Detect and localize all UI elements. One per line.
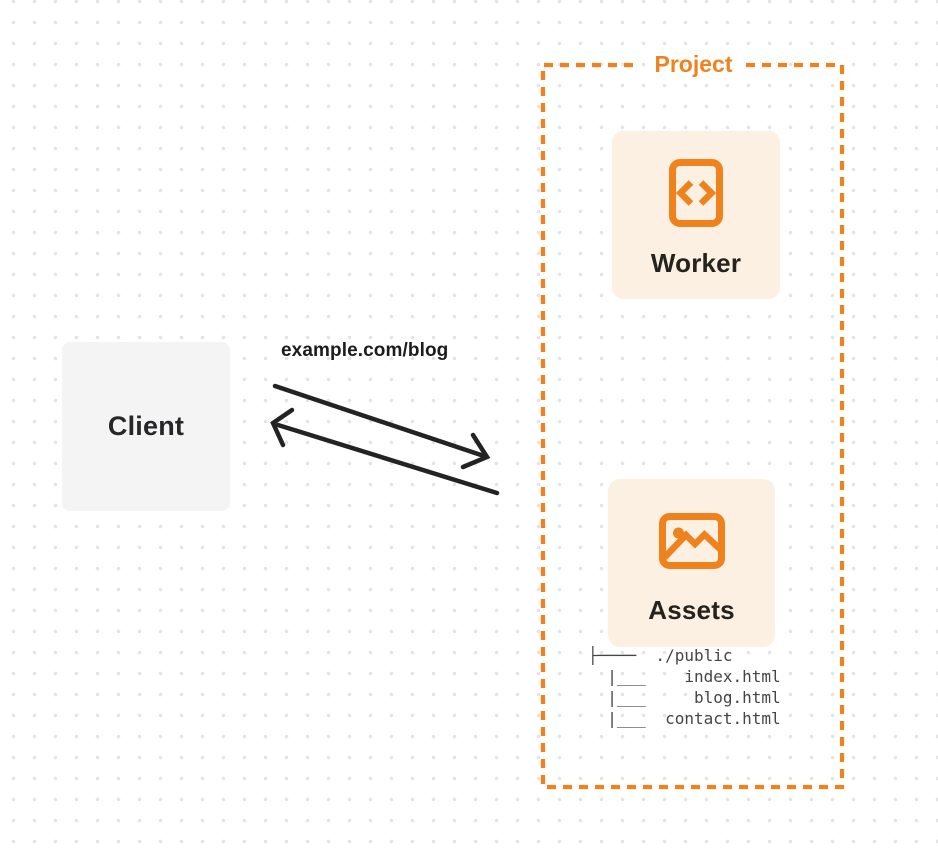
assets-node: Assets [608,479,775,647]
project-label: Project [654,51,733,77]
tree-line-contact: |___ contact.html [588,709,781,728]
request-url-label: example.com/blog [281,340,449,361]
tree-line-blog: |___ blog.html [588,688,781,707]
image-icon [658,513,725,569]
assets-label: Assets [648,595,735,625]
project-dashed-border [540,62,845,790]
tree-line-public: ├──── ./public [588,646,733,665]
request-arrow [272,383,491,470]
tree-line-index: |___ index.html [588,667,781,686]
worker-node: Worker [612,131,780,299]
client-node: Client [62,342,230,511]
assets-file-tree: ├──── ./public |___ index.html |___ blog… [588,645,781,729]
response-arrow [270,407,500,496]
worker-label: Worker [650,248,742,278]
client-label: Client [107,411,185,441]
code-document-icon [669,159,723,227]
